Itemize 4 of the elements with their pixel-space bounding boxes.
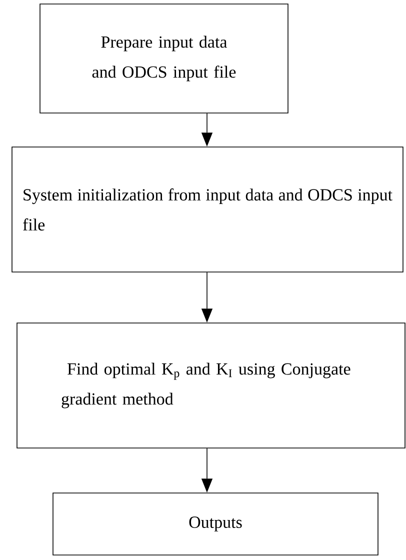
process-box: Prepare input data and ODCS input file (40, 4, 288, 114)
process-box: Outputs (52, 492, 378, 556)
process-box: System initialization from input data and ODCS input file (12, 146, 404, 272)
process-box: Find optimal K$_{p}$ and K$_{I}$ using Conjugate gradient method (16, 322, 406, 448)
